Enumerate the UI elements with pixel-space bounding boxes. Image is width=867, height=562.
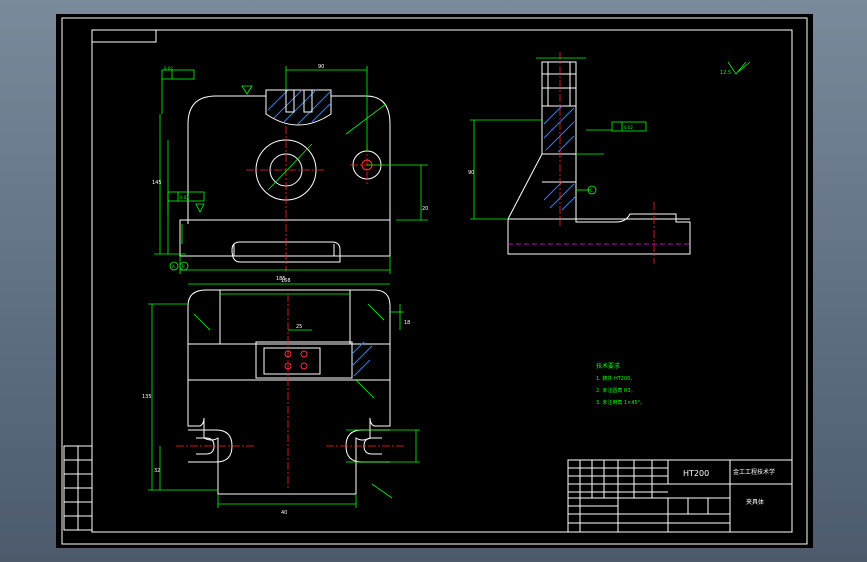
dim-plan-width: 168 (281, 278, 291, 284)
tolerance-perp-1-value: 0.02 (624, 125, 633, 130)
notes-line-3: 3. 未注倒角 1×45°。 (596, 399, 645, 406)
part-name: 夹具体 (746, 498, 764, 506)
dim-side-height: 90 (468, 170, 474, 176)
dim-height-total: 145 (152, 180, 162, 186)
datum-c: C (590, 188, 593, 193)
dim-slot-pitch: 40 (281, 510, 287, 516)
dim-plan-depth: 135 (142, 394, 152, 400)
tolerance-flatness-1-value: 0.02 (164, 66, 173, 71)
front-hatch (267, 89, 332, 125)
tolerance-frame-perp-1 (611, 121, 647, 132)
tolerance-frame-flatness-1 (161, 69, 195, 80)
roughness-symbol (727, 61, 751, 75)
dim-top-width: 90 (318, 64, 324, 70)
inner-frame-border (91, 29, 793, 533)
front-view (154, 66, 428, 274)
corner-label-box (91, 29, 157, 43)
cad-drawing-viewport[interactable]: 185 90 145 0.02 0.02 20 (56, 14, 813, 548)
dim-small-b: 25 (296, 324, 302, 330)
datum-a: A (172, 264, 175, 269)
technical-notes: 技术要求 1. 铸件 HT200。 2. 未注圆角 R3。 3. 未注倒角 1×… (596, 362, 645, 406)
notes-heading: 技术要求 (596, 362, 620, 370)
dim-small-a: 20 (422, 206, 428, 212)
title-block (567, 459, 793, 533)
notes-line-1: 1. 铸件 HT200。 (596, 375, 635, 382)
plan-hatch (351, 341, 373, 377)
drawing-canvas: 185 90 145 0.02 0.02 20 (61, 17, 808, 545)
left-revision-strip (63, 445, 93, 531)
plan-view (148, 283, 420, 508)
dim-bottom-width: 185 (276, 276, 286, 282)
roughness-value: 12.5 (720, 70, 731, 76)
dim-small-c: 18 (404, 320, 410, 326)
tolerance-flatness-2-value: 0.02 (180, 195, 189, 200)
material-label: HT200 (683, 469, 709, 478)
tolerance-frame-flatness-2 (167, 191, 205, 202)
school-name: 金工工程技术学 (733, 468, 775, 476)
outer-sheet-border (61, 17, 808, 545)
side-view (470, 52, 751, 264)
dim-small-d: 32 (154, 468, 160, 474)
notes-line-2: 2. 未注圆角 R3。 (596, 387, 636, 394)
datum-b: B (182, 264, 185, 269)
